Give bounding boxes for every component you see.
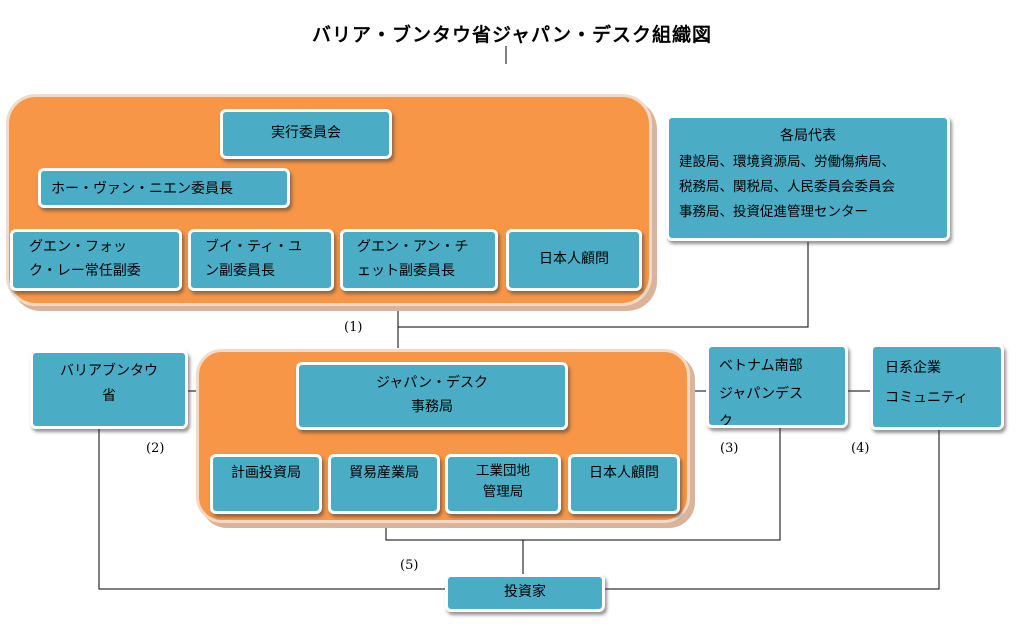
representatives-box: 各局代表 建設局、環境資源局、労働傷病局、 税務局、関税局、人民委員会委員会 事… [666,115,950,241]
south-japan-desk-box: ベトナム南部 ジャパンデス ク [706,344,848,428]
japanese-business-community-box: 日系企業 コミュニティ [870,344,1004,430]
province-box: バリアブンタウ 省 [30,350,188,429]
link-1-reps [398,242,809,328]
investor-link-community [603,430,940,590]
japan-desk-office-box: ジャパン・デスク 事務局 [296,362,568,430]
member-box-4: 日本人顧問 [506,229,642,291]
member-box-3: グエン・アン・チ ェット副委員長 [340,229,498,291]
chair-box: ホー・ヴァン・ニエン委員長 [38,168,290,208]
label-2: (2) [146,441,165,456]
label-1: (1) [344,320,363,335]
member-box-2: ブイ・ティ・ユ ン副委員長 [188,229,334,291]
exec-committee-box: 実行委員会 [220,109,392,159]
investor-box: 投資家 [445,574,605,612]
label-3: (3) [720,441,739,456]
label-4: (4) [851,441,870,456]
member-box-1: グエン・フォッ ク・レー常任副委 [10,229,182,291]
investor-link-province [98,428,447,590]
dept-box-3: 工業団地 管理局 [445,454,561,514]
page-title: バリア・ブンタウ省ジャパン・デスク組織図 [311,24,712,46]
dept-box-2: 貿易産業局 [328,454,440,514]
representatives-title: 各局代表 [780,128,836,144]
label-5: (5) [400,558,419,573]
dept-box-1: 計画投資局 [210,454,322,514]
dept-box-4: 日本人顧問 [568,454,680,514]
representatives-body: 建設局、環境資源局、労働傷病局、 税務局、関税局、人民委員会委員会 事務局、投資… [679,153,895,220]
link-5-bracket [385,428,781,541]
